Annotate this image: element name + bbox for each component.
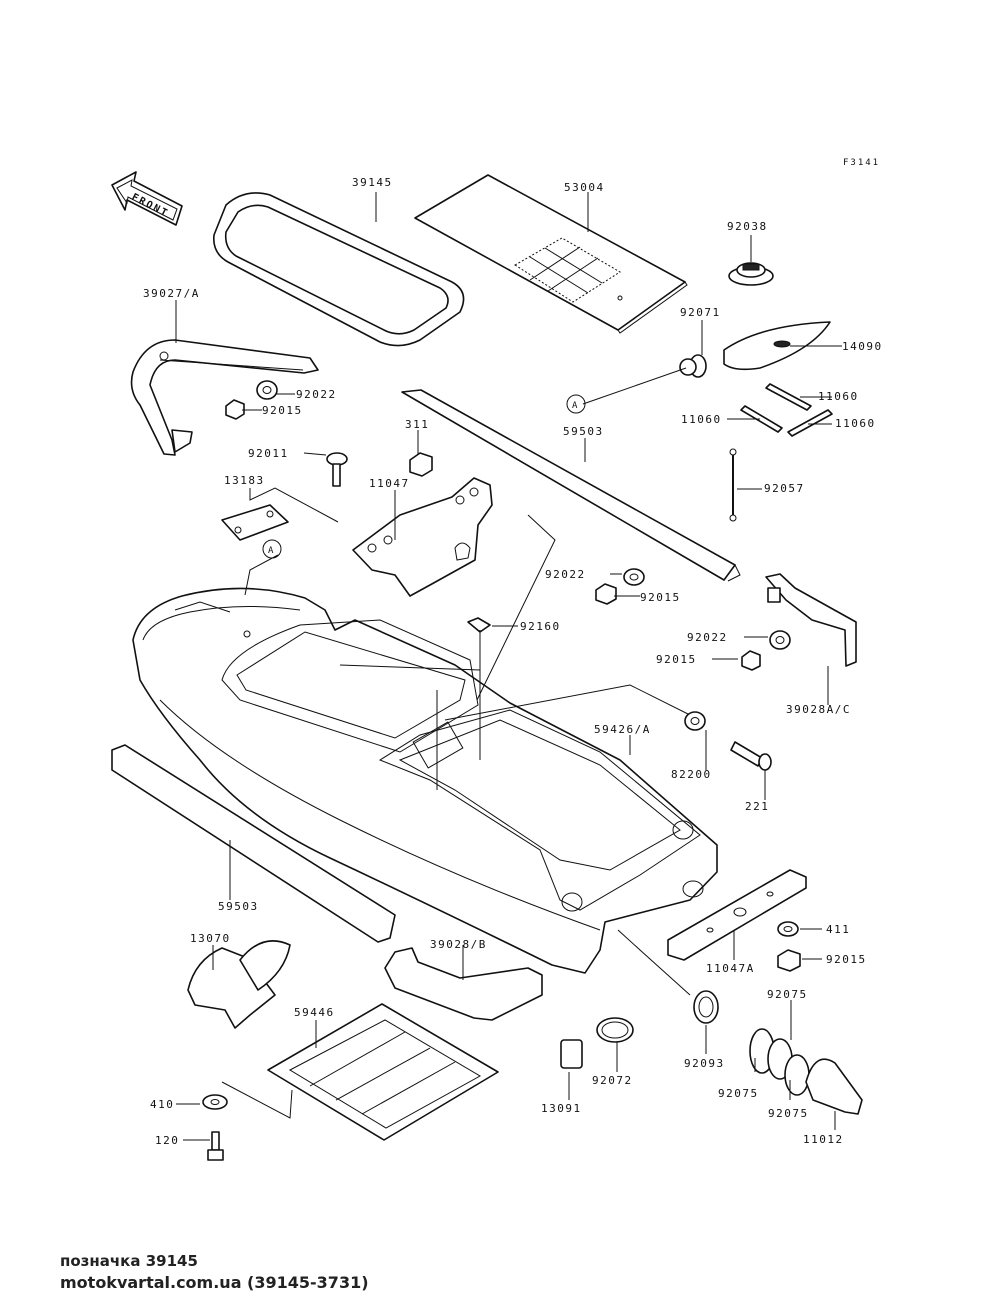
plate-92160 [467, 617, 491, 633]
callout-311: 311 [405, 418, 429, 431]
callout-11047A: 11047A [706, 962, 755, 975]
bolt-92011 [326, 452, 348, 487]
callout-92011: 92011 [248, 447, 289, 460]
nut-311 [409, 452, 433, 477]
nut-92015-d [777, 949, 801, 972]
callout-labels: 39145 53004 92038 39027/A 92071 14090 92… [143, 176, 883, 1147]
rail-59503-lower [111, 744, 396, 943]
footer-title: позначка 39145 [60, 1252, 198, 1270]
nut-92015-c [741, 650, 761, 671]
rail-39028AC [765, 573, 857, 667]
callout-92015-c: 92015 [656, 653, 697, 666]
washer-410 [202, 1094, 228, 1110]
callout-59503-b: 59503 [218, 900, 259, 913]
callout-92160: 92160 [520, 620, 561, 633]
callout-410: 410 [150, 1098, 174, 1111]
leader-lines [175, 192, 842, 1141]
screw-221 [730, 741, 772, 771]
callout-92057: 92057 [764, 482, 805, 495]
callout-92038: 92038 [727, 220, 768, 233]
callout-13070: 13070 [190, 932, 231, 945]
callout-92075-c: 92075 [768, 1107, 809, 1120]
callout-39028B: 39028/B [430, 938, 487, 951]
diagram-code: F3141 [843, 158, 880, 168]
leader-59426A-plate [444, 684, 701, 721]
callout-92022-b: 92022 [545, 568, 586, 581]
plug-13091 [560, 1039, 583, 1069]
callout-92072: 92072 [592, 1074, 633, 1087]
callout-circle-a2 [262, 539, 282, 559]
callout-11047: 11047 [369, 477, 410, 490]
callout-a2-letter: A [268, 546, 275, 556]
callout-120: 120 [155, 1134, 179, 1147]
bracket-13183 [221, 504, 289, 541]
callout-92093: 92093 [684, 1057, 725, 1070]
callout-circle-a1 [566, 394, 586, 414]
handle-39027A [130, 339, 319, 456]
bolt-120 [207, 1131, 224, 1161]
callout-221: 221 [745, 800, 769, 813]
callout-11060-b: 11060 [681, 413, 722, 426]
callout-411: 411 [826, 923, 850, 936]
callout-92075-a: 92075 [767, 988, 808, 1001]
callout-11012: 11012 [803, 1133, 844, 1146]
callout-11060-c: 11060 [835, 417, 876, 430]
washer-92022-b [623, 568, 645, 586]
callout-92015-a: 92015 [262, 404, 303, 417]
callout-53004: 53004 [564, 181, 605, 194]
callout-92015-d: 92015 [826, 953, 867, 966]
bracket-11047A [667, 869, 807, 961]
callout-14090: 14090 [842, 340, 883, 353]
callout-92071: 92071 [680, 306, 721, 319]
pad-14090 [723, 321, 831, 371]
callout-39145: 39145 [352, 176, 393, 189]
intake-13070 [187, 940, 291, 1029]
nut-92015-a [225, 399, 245, 420]
callout-92015-b: 92015 [640, 591, 681, 604]
washer-411 [777, 921, 799, 937]
hose-92075 [749, 1028, 810, 1096]
nut-92015-b [595, 583, 617, 605]
mat-53004 [414, 174, 688, 334]
cap-92038 [728, 262, 774, 286]
callout-13091: 13091 [541, 1102, 582, 1115]
rail-39028B [384, 947, 543, 1021]
callout-82200: 82200 [671, 768, 712, 781]
callout-11060-a: 11060 [818, 390, 859, 403]
fitting-11012 [805, 1058, 863, 1115]
callout-a1-letter: A [572, 401, 579, 411]
grate-59446 [267, 1003, 499, 1141]
cord-92057 [729, 448, 737, 522]
hull-body [132, 587, 718, 974]
callout-92022-c: 92022 [687, 631, 728, 644]
callout-92022-a: 92022 [296, 388, 337, 401]
callout-13183: 13183 [224, 474, 265, 487]
callout-59446: 59446 [294, 1006, 335, 1019]
rail-59503-upper [401, 389, 741, 582]
callout-59426A: 59426/A [594, 723, 651, 736]
strips-11060 [740, 383, 833, 437]
seal-ring-39145 [212, 192, 465, 347]
washer-92022-a [256, 380, 278, 400]
washer-82200 [684, 711, 706, 731]
front-arrow-icon: FRONT [111, 171, 183, 226]
grommet-92071 [679, 354, 707, 378]
seal-92093 [693, 990, 719, 1024]
bracket-11047 [352, 477, 493, 597]
callout-59503-a: 59503 [563, 425, 604, 438]
footer-source: motokvartal.com.ua (39145-3731) [60, 1273, 369, 1292]
clamp-92072 [596, 1017, 634, 1043]
washer-92022-c [769, 630, 791, 650]
callout-92075-b: 92075 [718, 1087, 759, 1100]
callout-39028AC: 39028A/C [786, 703, 851, 716]
callout-39027A: 39027/A [143, 287, 200, 300]
